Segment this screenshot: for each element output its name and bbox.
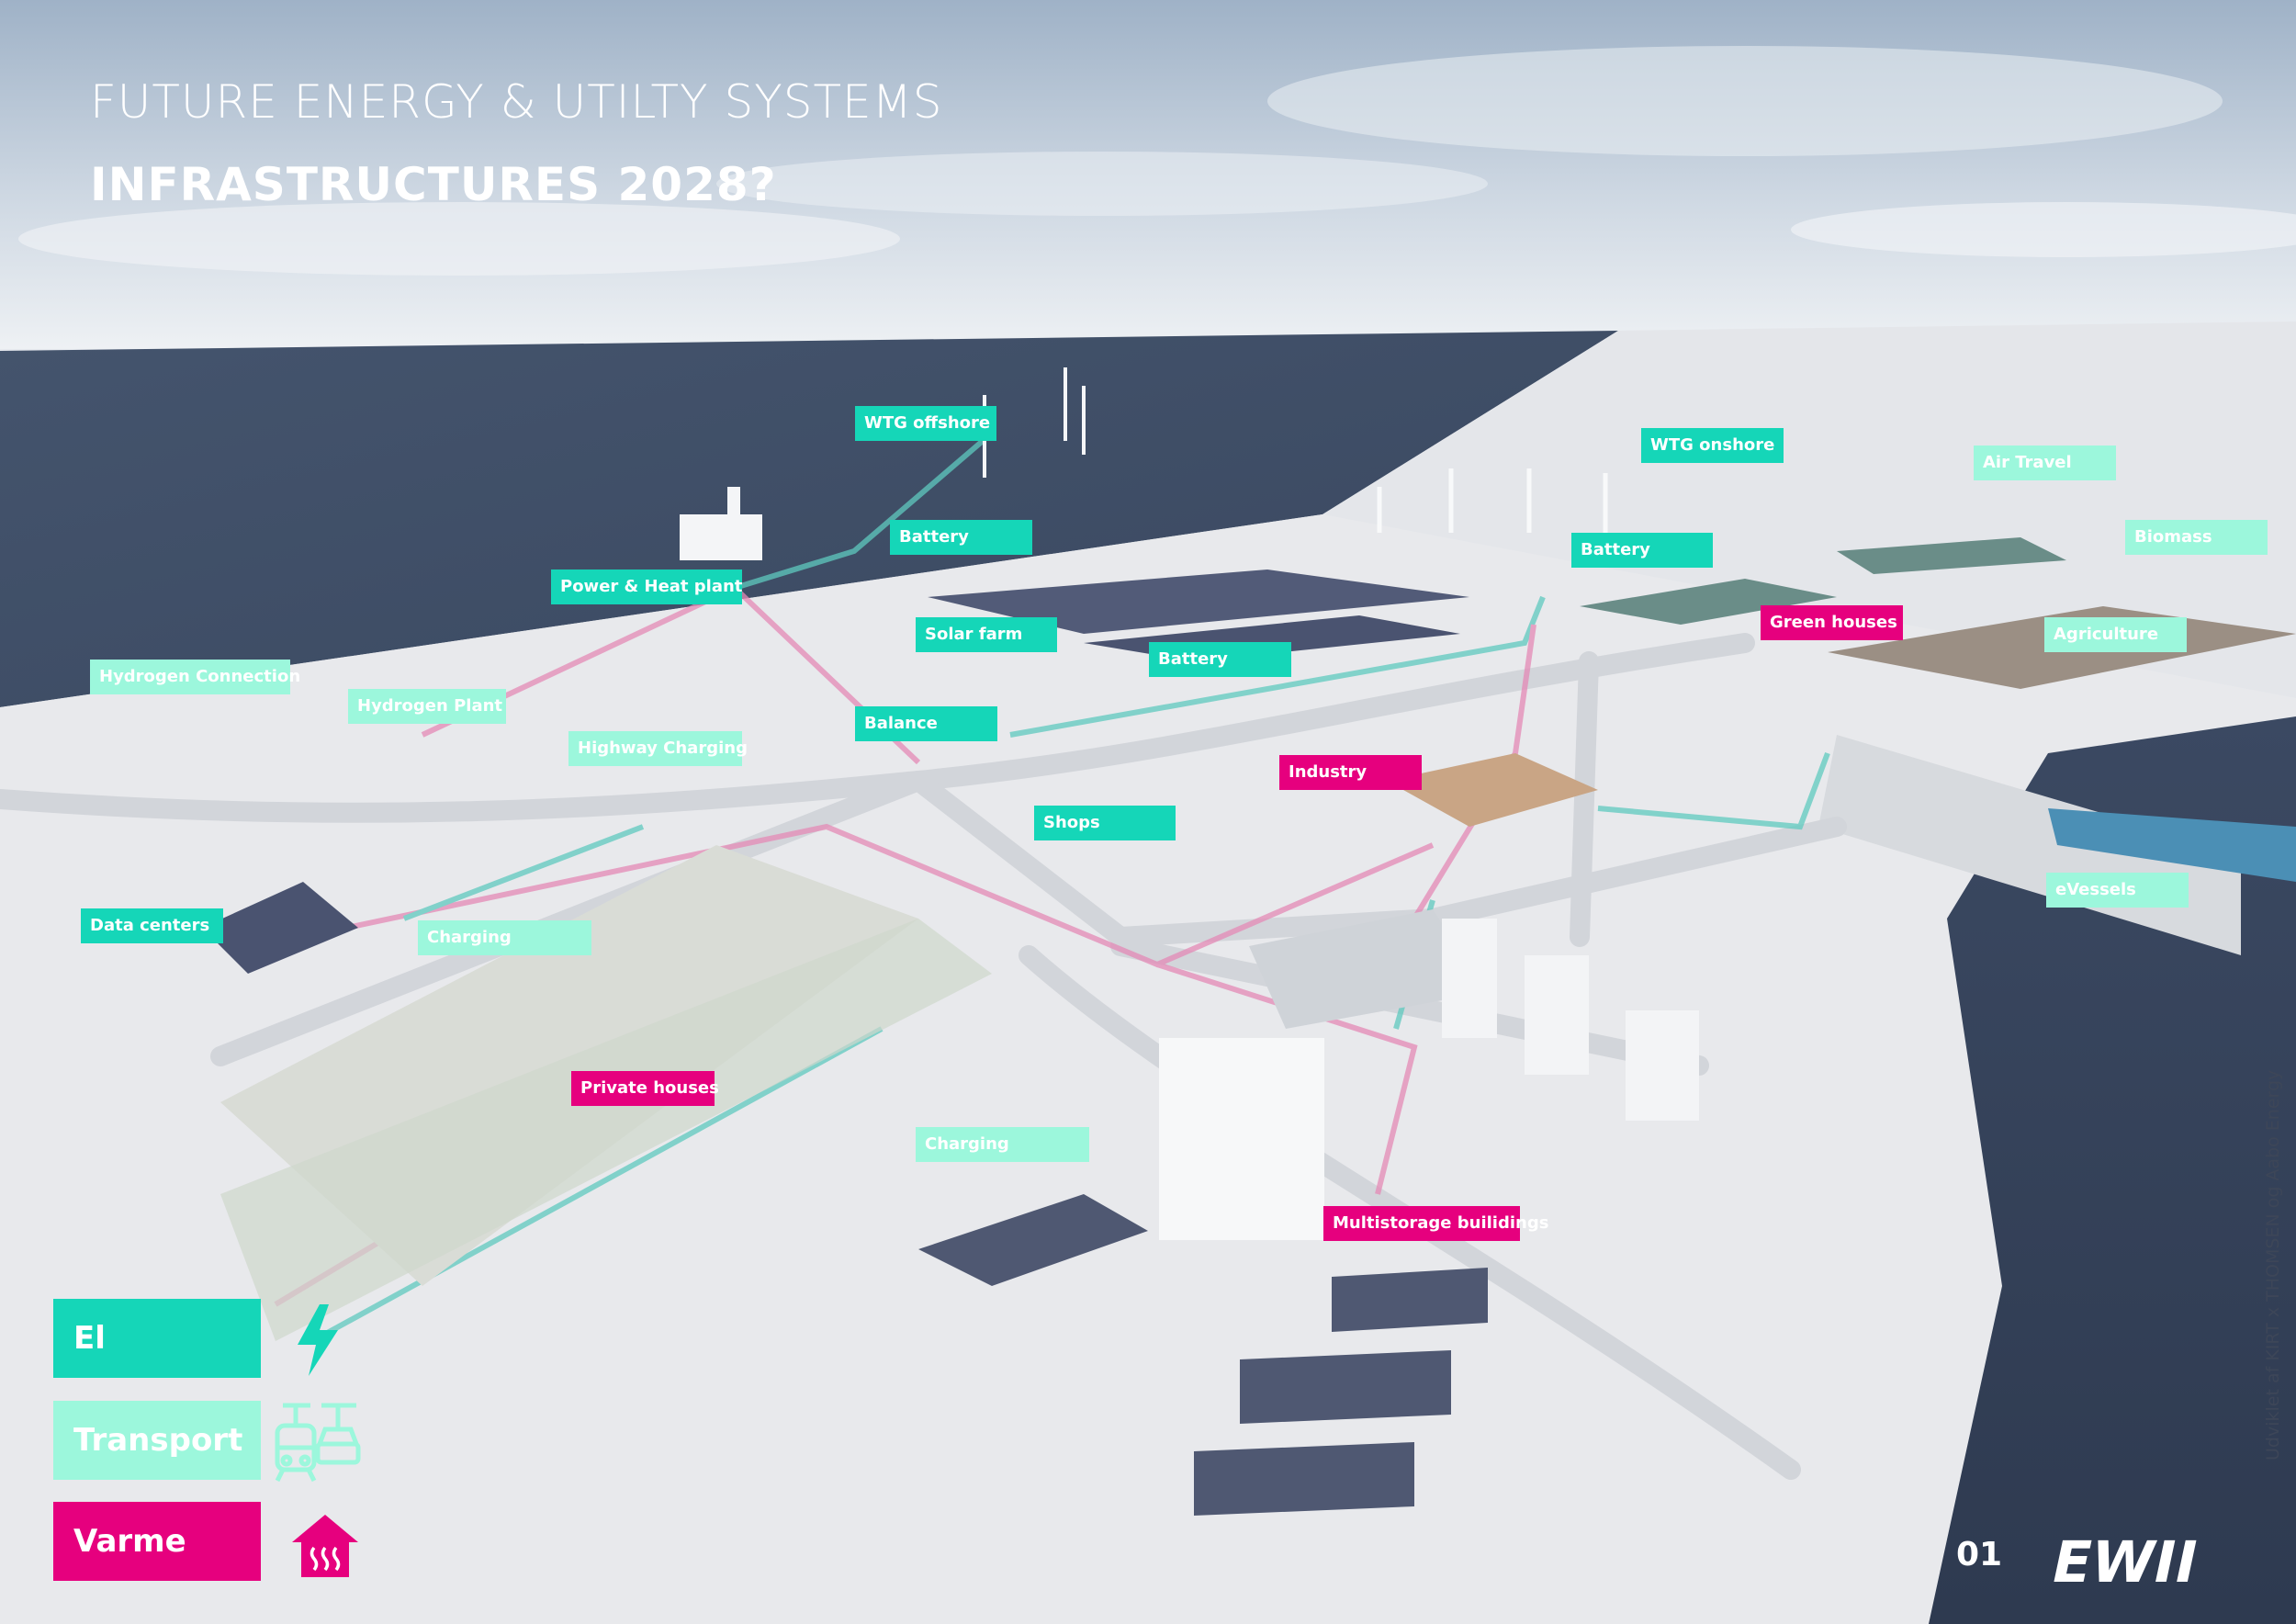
label-battery-2: Battery — [1149, 642, 1291, 677]
label-data-centers: Data centers — [81, 908, 223, 943]
house-heat-icon — [292, 1515, 358, 1577]
credit-text: Udviklet af KIRT x THOMSEN og Aabo Energ… — [2263, 1069, 2283, 1460]
lightning-icon — [298, 1304, 338, 1376]
label-highway-charging: Highway Charging — [568, 731, 748, 766]
train-car-icon — [275, 1403, 361, 1483]
label-private-houses: Private houses — [571, 1071, 719, 1106]
ewii-logo: EWII — [2048, 1529, 2204, 1589]
legend-varme: Varme — [53, 1502, 261, 1581]
label-green-houses: Green houses — [1761, 605, 1903, 640]
label-hydrogen-plant: Hydrogen Plant — [348, 689, 506, 724]
label-wtg-offshore: WTG offshore — [855, 406, 996, 441]
legend-transport: Transport — [53, 1401, 261, 1480]
label-industry: Industry — [1279, 755, 1422, 790]
label-biomass: Biomass — [2125, 520, 2268, 555]
label-solar-farm: Solar farm — [916, 617, 1057, 652]
label-balance: Balance — [855, 706, 997, 741]
svg-text:EWII: EWII — [2048, 1529, 2204, 1589]
label-charging-1: Charging — [418, 920, 591, 955]
page-title: FUTURE ENERGY & UTILTY SYSTEMS — [90, 75, 943, 129]
label-multistorage-buildings: Multistorage builidings — [1323, 1206, 1548, 1241]
label-wtg-onshore: WTG onshore — [1641, 428, 1784, 463]
label-charging-2: Charging — [916, 1127, 1089, 1162]
page-number: 01 — [1956, 1536, 2003, 1573]
label-shops: Shops — [1034, 806, 1176, 840]
label-power-heat-plant: Power & Heat plant — [551, 570, 742, 604]
label-battery-1: Battery — [890, 520, 1032, 555]
label-evessels: eVessels — [2046, 873, 2189, 908]
label-agriculture: Agriculture — [2044, 617, 2187, 652]
legend-el: El — [53, 1299, 261, 1378]
label-air-travel: Air Travel — [1974, 445, 2116, 480]
label-hydrogen-connection: Hydrogen Connection — [90, 660, 300, 694]
page-subtitle: INFRASTRUCTURES 2028? — [90, 158, 777, 211]
label-battery-3: Battery — [1571, 533, 1713, 568]
